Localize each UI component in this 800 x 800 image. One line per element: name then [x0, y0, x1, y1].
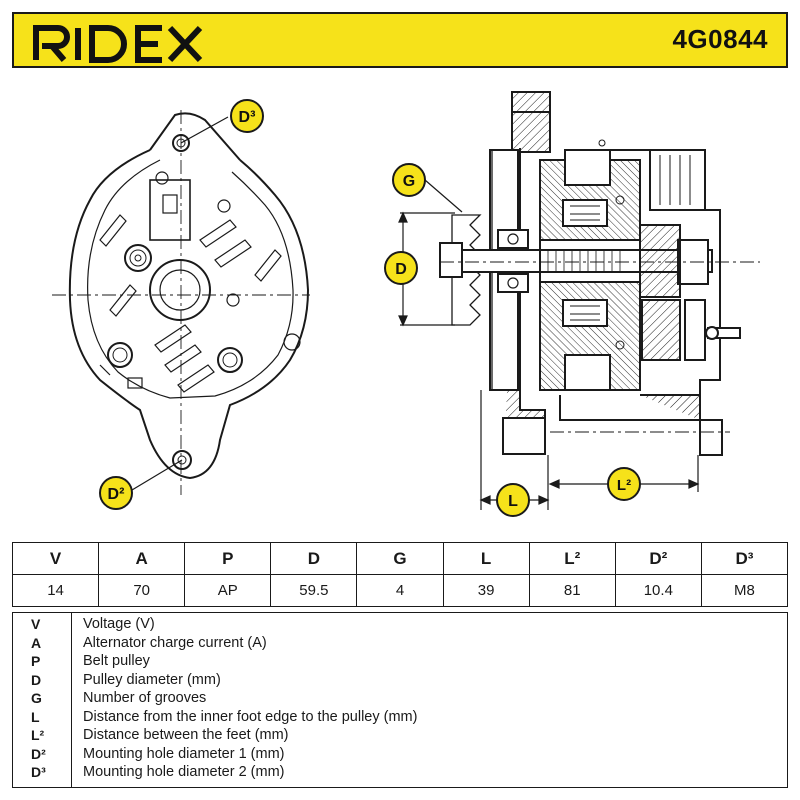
- legend-key: D²: [31, 745, 46, 762]
- callout-g-label: G: [403, 173, 415, 190]
- spec-header-g: G: [356, 542, 444, 575]
- spec-value-d: 59.5: [270, 574, 358, 607]
- alternator-technical-drawing: D³ D²: [52, 91, 760, 517]
- legend-key: L²: [31, 727, 45, 743]
- callout-d-label: D: [395, 261, 407, 278]
- legend-key: G: [31, 690, 42, 706]
- legend-row-d3: D³ Mounting hole diameter 2 (mm): [13, 763, 787, 782]
- spec-header-l2: L²: [528, 542, 616, 575]
- legend-desc: Alternator charge current (A): [83, 634, 267, 651]
- spec-header-l: L: [442, 542, 530, 575]
- spec-header-d3: D³: [700, 542, 789, 575]
- legend-key: L: [31, 708, 40, 725]
- spec-value-d3: M8: [700, 574, 789, 607]
- legend-desc: Pulley diameter (mm): [83, 671, 221, 688]
- spec-value-a: 70: [98, 574, 186, 607]
- spec-header-d: D: [270, 542, 358, 575]
- spec-header-p: P: [184, 542, 272, 575]
- ridex-logo: [33, 25, 203, 63]
- side-view-centerlines: [440, 261, 760, 433]
- legend-divider: [71, 613, 72, 787]
- callout-d3-label: D³: [239, 109, 256, 126]
- legend-key: V: [31, 616, 41, 632]
- part-number: 4G0844: [672, 24, 768, 54]
- legend-desc: Mounting hole diameter 2 (mm): [83, 764, 285, 780]
- legend-key: A: [31, 634, 42, 651]
- callout-d2-label: D²: [108, 486, 125, 503]
- spec-header-d2: D²: [614, 542, 702, 575]
- callout-l-label: L: [508, 493, 518, 510]
- dimension-d: [398, 211, 455, 327]
- legend-row-d2: D² Mounting hole diameter 1 (mm): [13, 745, 787, 764]
- spec-header-a: A: [98, 542, 186, 575]
- front-view-centerlines: [52, 110, 310, 495]
- legend-row-v: V Voltage (V): [13, 615, 787, 634]
- callout-g-badge: [392, 163, 426, 197]
- callout-l2-label: L²: [617, 477, 631, 494]
- callout-d3-badge: [230, 99, 264, 133]
- legend-key: D³: [31, 764, 46, 780]
- legend-desc: Distance between the feet (mm): [83, 727, 289, 743]
- header-bar: 4G0844: [12, 12, 788, 68]
- callout-d2-badge: [99, 476, 133, 510]
- spec-value-l: 39: [442, 574, 530, 607]
- spec-value-d2: 10.4: [614, 574, 702, 607]
- legend-desc: Belt pulley: [83, 653, 150, 669]
- legend-row-l: L Distance from the inner foot edge to t…: [13, 708, 787, 727]
- legend-row-g: G Number of grooves: [13, 689, 787, 708]
- front-view: [68, 112, 310, 480]
- spec-value-row: 14 70 AP 59.5 4 39 81 10.4 M8: [11, 574, 789, 607]
- spec-value-g: 4: [356, 574, 444, 607]
- legend-key: P: [31, 653, 41, 669]
- legend-panel: V Voltage (V) A Alternator charge curren…: [12, 612, 788, 788]
- legend-desc: Number of grooves: [83, 690, 207, 706]
- legend-row-a: A Alternator charge current (A): [13, 634, 787, 653]
- legend-desc: Mounting hole diameter 1 (mm): [83, 745, 285, 762]
- spec-table: V A P D G L L² D² D³ 14 70 AP 59.5 4 39 …: [11, 542, 789, 607]
- legend-row-l2: L² Distance between the feet (mm): [13, 726, 787, 745]
- callout-d-badge: [384, 251, 418, 285]
- callout-l-badge: [496, 483, 530, 517]
- spec-value-p: AP: [184, 574, 272, 607]
- legend-row-d: D Pulley diameter (mm): [13, 671, 787, 690]
- spec-value-v: 14: [11, 574, 100, 607]
- legend-key: D: [31, 671, 42, 688]
- spec-value-l2: 81: [528, 574, 616, 607]
- side-section-view: [439, 91, 741, 456]
- spec-header-v: V: [11, 542, 100, 575]
- legend-desc: Distance from the inner foot edge to the…: [83, 708, 418, 725]
- spec-header-row: V A P D G L L² D² D³: [11, 542, 789, 575]
- legend-row-p: P Belt pulley: [13, 652, 787, 671]
- legend-desc: Voltage (V): [83, 616, 155, 632]
- callout-l2-badge: [607, 467, 641, 501]
